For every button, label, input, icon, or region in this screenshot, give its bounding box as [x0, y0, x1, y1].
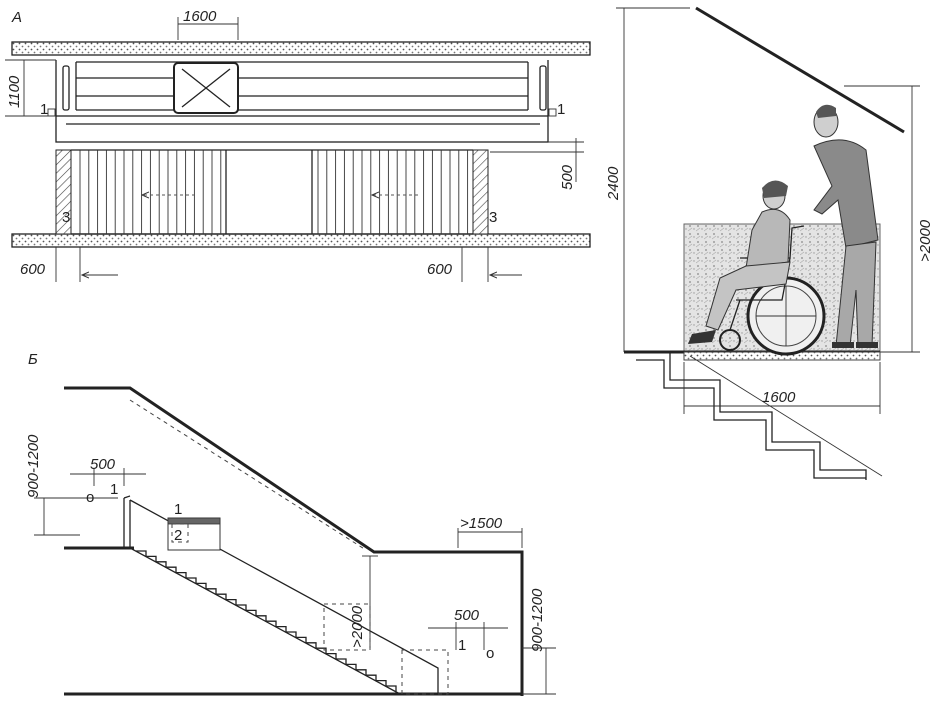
plan-dim-top-label: 1600: [183, 8, 217, 25]
plan-upper-landing: [55, 60, 549, 143]
wheelchair-dim-height: 2400: [605, 7, 690, 352]
section-dim-headroom-label: >2000: [349, 605, 366, 648]
section-dim-height-right: 900-1200: [522, 588, 556, 695]
plan-marker-3-right: 3: [489, 209, 497, 226]
section-dim-handrail-top-label: 500: [90, 456, 116, 473]
section-marker-o-left: o: [86, 489, 94, 506]
plan-dim-bottom-right: 600: [427, 247, 522, 282]
wheelchair-dim-height-label: 2400: [605, 166, 622, 201]
plan-marker-1-right: 1: [557, 101, 565, 118]
section-dim-handrail-top: 500 o: [70, 456, 146, 506]
plan-dim-top: 1600: [177, 8, 239, 40]
section-title: Б: [28, 351, 38, 368]
plan-treads-left: [79, 150, 222, 234]
plan-treads-right: [317, 150, 469, 234]
plan-top-wall: [11, 41, 591, 56]
wheelchair-detail: 2400 >2000 1600: [605, 6, 934, 480]
section-dim-headroom: >2000: [349, 555, 378, 648]
section-dim-height-right-label: 900-1200: [529, 588, 546, 652]
section-dim-handrail-bottom: 500 1 o: [428, 607, 508, 662]
plan-title: А: [11, 9, 22, 26]
wheelchair-illustration: [719, 225, 826, 356]
section-marker-1-bottom: 1: [458, 637, 466, 654]
plan-marker-1-left: 1: [40, 101, 48, 118]
wheelchair-dim-clearance-label: >2000: [917, 219, 934, 262]
section-steps: [136, 550, 397, 692]
plan-marker-3-left: 3: [62, 209, 70, 226]
plan-dim-bottom-left-label: 600: [20, 261, 46, 278]
plan-dim-left-label: 1100: [6, 75, 23, 108]
seated-person-illustration: [688, 180, 791, 344]
section-marker-o-right: o: [486, 645, 494, 662]
plan-dim-bottom-left: 600: [20, 247, 118, 282]
plan-bottom-wall: [11, 233, 591, 248]
section-dim-height-left: 900-1200: [25, 434, 118, 536]
section-dim-landing-label: >1500: [460, 515, 503, 532]
ground-stairs: [636, 351, 867, 480]
section-dim-handrail-bottom-label: 500: [454, 607, 480, 624]
standing-person-illustration: [813, 104, 879, 348]
plan-dim-left: 1100: [5, 59, 56, 117]
section-dim-height-left-label: 900-1200: [25, 434, 42, 498]
plan-dim-bottom-right-label: 600: [427, 261, 453, 278]
plan-view: А 1600: [5, 8, 591, 282]
wheelchair-dim-platform: 1600: [683, 362, 881, 414]
section-marker-1-left: 1: [110, 481, 118, 498]
wheelchair-dim-platform-label: 1600: [762, 389, 796, 406]
plan-stair-flight: [55, 149, 489, 235]
section-marker-1-top: 1: [174, 501, 182, 518]
wheelchair-dim-clearance: >2000: [844, 85, 934, 353]
section-view: Б 2 1 1 900-1200: [25, 351, 556, 696]
plan-dim-right: 500: [490, 138, 584, 190]
section-dim-landing: >1500: [457, 515, 523, 548]
elevator-shaft: [173, 62, 239, 114]
plan-dim-right-label: 500: [559, 164, 576, 190]
section-marker-2: 2: [174, 527, 182, 544]
